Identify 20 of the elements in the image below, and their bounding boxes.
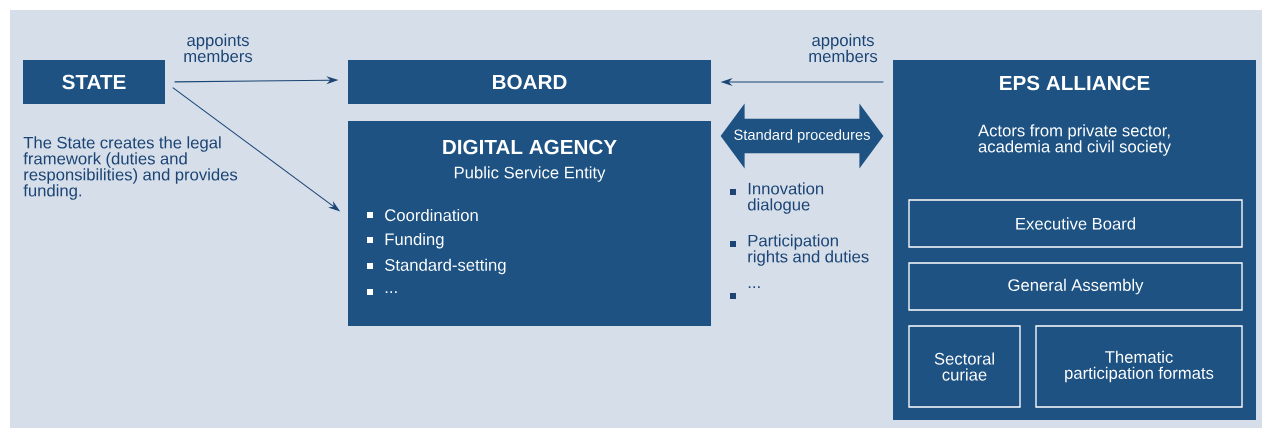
bullet-item: ... <box>730 286 760 299</box>
panel-subtitle: Public Service Entity <box>454 166 606 182</box>
bullet-item: ... <box>367 289 397 295</box>
bullet-item: Funding <box>367 232 444 249</box>
section-box: General Assembly <box>908 262 1243 311</box>
edge-label: appoints members <box>171 32 265 64</box>
title-box: STATE <box>23 60 165 104</box>
section-box: Thematic participation formats <box>1035 325 1243 408</box>
note-text: The State creates the legal framework (duties and responsibilities) and provides funding. <box>23 136 238 200</box>
section-box: Sectoral curiae <box>908 325 1021 408</box>
bullet-item: Coordination <box>367 208 478 222</box>
panel-title: EPS ALLIANCE <box>1000 75 1150 91</box>
bullet-item: Standard-setting <box>367 258 506 275</box>
section-box: Executive Board <box>908 199 1243 248</box>
panel-title: DIGITAL AGENCY <box>443 139 617 155</box>
panel-subtitle: Actors from private sector, academia and civil society <box>978 124 1171 156</box>
title-box: BOARD <box>348 60 711 104</box>
bullet-item: Innovation dialogue <box>730 182 824 214</box>
edge-label: appoints members <box>796 32 890 64</box>
bullet-item: Participation rights and duties <box>730 234 869 266</box>
